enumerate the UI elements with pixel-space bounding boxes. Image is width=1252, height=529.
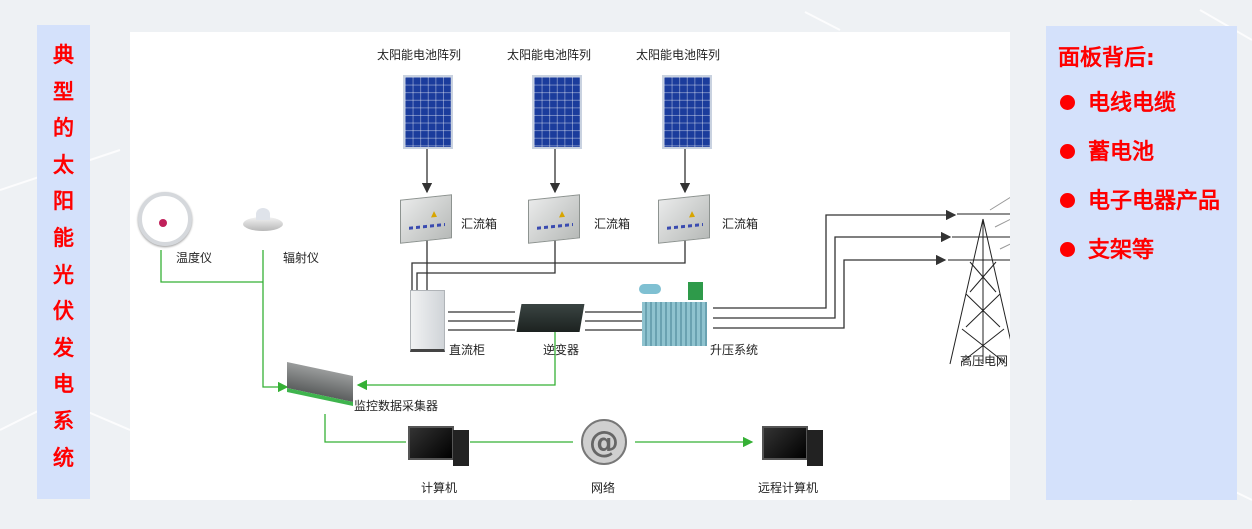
- wire-combiner-2: [416, 240, 556, 290]
- combiner-label-2: 汇流箱: [594, 217, 631, 231]
- title-char: 典: [53, 43, 74, 67]
- title-char: 伏: [53, 299, 74, 324]
- left-title-panel: 典 型 的 太 阳 能 光 伏 发 电 系 统: [37, 25, 90, 499]
- step-up-transformer-icon: [639, 282, 707, 346]
- title-char: 能: [53, 225, 74, 250]
- list-item: 电子电器产品: [1056, 182, 1231, 221]
- remote-computer-icon: [762, 426, 808, 460]
- thermometer-icon: [138, 192, 192, 246]
- solar-panel-icon: [532, 75, 582, 149]
- thermometer-label: 温度仪: [176, 251, 213, 265]
- title-char: 的: [53, 116, 74, 141]
- computer-icon: [408, 426, 454, 460]
- list-item-text: 电子电器产品: [1088, 189, 1221, 214]
- network-at-icon: @: [581, 419, 627, 465]
- solar-array-label-1: 太阳能电池阵列: [377, 48, 462, 62]
- combiner-label-1: 汇流箱: [461, 217, 498, 231]
- solar-panel-icon: [662, 75, 712, 149]
- list-item-text: 电线电缆: [1088, 91, 1177, 116]
- computer-tower-icon: [453, 430, 469, 466]
- list-item: 蓄电池: [1056, 133, 1231, 172]
- remote-computer-tower-icon: [807, 430, 823, 466]
- dc-cabinet-icon: [410, 290, 445, 352]
- title-char: 统: [53, 445, 74, 470]
- notes-list: 电线电缆 蓄电池 电子电器产品 支架等: [1056, 84, 1231, 280]
- data-line-radiometer: [262, 250, 289, 393]
- computer-label: 计算机: [421, 481, 458, 495]
- wire-combiner-3: [411, 240, 686, 290]
- step-up-label: 升压系统: [710, 343, 759, 357]
- connection-lines: @: [160, 147, 1010, 465]
- svg-text:@: @: [589, 425, 619, 460]
- vertical-title: 典 型 的 太 阳 能 光 伏 发 电 系 统: [37, 37, 90, 476]
- solar-panel-icon: [403, 75, 453, 149]
- inverter-icon: [516, 304, 585, 332]
- bullet-icon: [1060, 95, 1075, 110]
- solar-array-label-2: 太阳能电池阵列: [507, 48, 592, 62]
- pv-system-diagram: @ 太阳能电池阵列 太阳能电池阵列 太阳能电池阵列 汇流箱 汇流箱 汇流箱 温度…: [130, 32, 1010, 500]
- title-char: 发: [53, 335, 74, 360]
- bullet-icon: [1060, 193, 1075, 208]
- list-item: 支架等: [1056, 231, 1231, 270]
- bullet-icon: [1060, 144, 1075, 159]
- inverter-label: 逆变器: [543, 343, 580, 357]
- data-line-inverter: [356, 330, 556, 391]
- wire-dc-to-inverter: [448, 311, 515, 331]
- wire-to-grid-3: [713, 254, 947, 329]
- combiner-box-icon: [400, 194, 452, 244]
- title-char: 型: [53, 79, 74, 104]
- list-item-text: 蓄电池: [1088, 140, 1155, 165]
- remote-computer-label: 远程计算机: [758, 481, 819, 495]
- title-char: 阳: [53, 189, 74, 214]
- data-line-collector-to-computer: [324, 414, 406, 443]
- collector-label: 监控数据采集器: [354, 399, 439, 413]
- title-char: 太: [53, 152, 74, 177]
- title-char: 电: [53, 372, 74, 397]
- wire-to-grid-1: [713, 209, 957, 309]
- title-char: 系: [53, 408, 74, 433]
- transmission-tower-icon: [948, 196, 1010, 365]
- right-notes-panel: 面板背后: 电线电缆 蓄电池 电子电器产品 支架等: [1046, 26, 1237, 500]
- wire-inverter-to-transformer: [585, 311, 642, 331]
- grid-label: 高压电网: [960, 354, 1009, 368]
- list-item: 电线电缆: [1056, 84, 1231, 123]
- list-item-text: 支架等: [1088, 238, 1155, 263]
- radiometer-label: 辐射仪: [283, 251, 320, 265]
- network-label: 网络: [591, 481, 616, 495]
- combiner-box-icon: [658, 194, 710, 244]
- combiner-label-3: 汇流箱: [722, 217, 759, 231]
- wire-to-grid-2: [713, 231, 952, 319]
- combiner-box-icon: [528, 194, 580, 244]
- dc-cabinet-label: 直流柜: [449, 343, 486, 357]
- data-line-thermometer: [160, 250, 263, 283]
- title-char: 光: [53, 262, 74, 287]
- radiometer-icon: [243, 208, 283, 231]
- solar-array-label-3: 太阳能电池阵列: [636, 48, 721, 62]
- notes-title: 面板背后:: [1058, 46, 1155, 71]
- bullet-icon: [1060, 242, 1075, 257]
